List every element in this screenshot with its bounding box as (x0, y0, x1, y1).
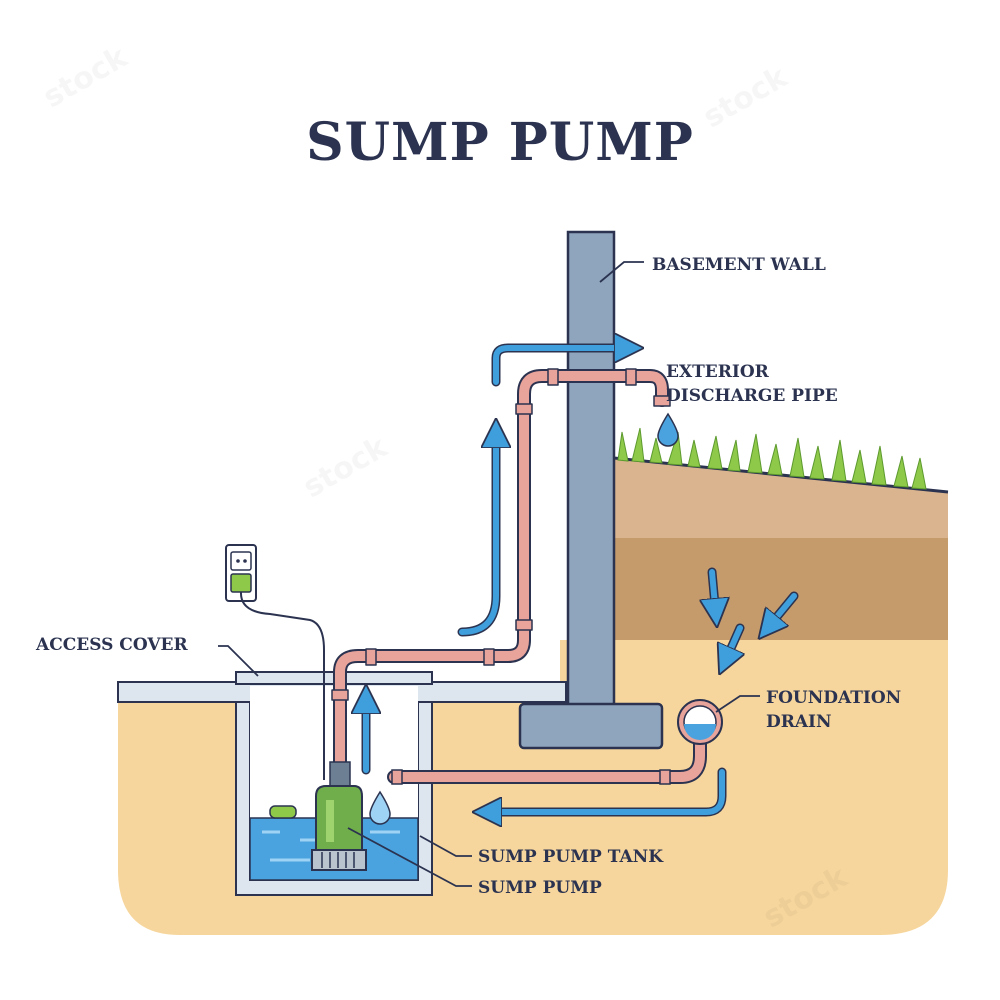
label-access-cover-text: ACCESS COVER (36, 635, 188, 655)
label-exterior-discharge-pipe: EXTERIOR DISCHARGE PIPE (666, 360, 838, 408)
sump-pump (269, 761, 367, 871)
foundation-drain-pipe (387, 733, 707, 785)
foundation-drain-section (677, 699, 723, 745)
soil-dark-layer (614, 538, 948, 640)
leader-lines (218, 261, 760, 887)
label-sump-pump-text: SUMP PUMP (478, 878, 602, 898)
label-foundation-drain-line1: FOUNDATION (766, 688, 902, 708)
basement-wall (566, 230, 616, 714)
label-sump-pump-tank-text: SUMP PUMP TANK (478, 847, 663, 867)
label-foundation-drain: FOUNDATION DRAIN (766, 686, 901, 734)
label-exterior-discharge-pipe-line1: EXTERIOR (666, 362, 769, 382)
label-sump-pump: SUMP PUMP (478, 876, 602, 900)
label-basement-wall: BASEMENT WALL (652, 253, 826, 277)
soil-light-layer (614, 458, 948, 538)
discharge-pipe (331, 368, 671, 797)
flow-arrows (366, 348, 799, 812)
power-outlet (225, 544, 257, 602)
water-drop-outlet (657, 412, 679, 447)
wall-footing (518, 702, 664, 750)
label-access-cover: ACCESS COVER (36, 633, 188, 657)
power-cord (239, 591, 325, 780)
label-exterior-discharge-pipe-line2: DISCHARGE PIPE (666, 386, 838, 406)
diagram-title: SUMP PUMP (306, 112, 694, 173)
water-drop-pit (369, 790, 391, 825)
label-sump-pump-tank: SUMP PUMP TANK (478, 845, 663, 869)
label-basement-wall-text: BASEMENT WALL (652, 255, 826, 275)
grass (617, 427, 927, 490)
label-foundation-drain-line2: DRAIN (766, 712, 832, 732)
